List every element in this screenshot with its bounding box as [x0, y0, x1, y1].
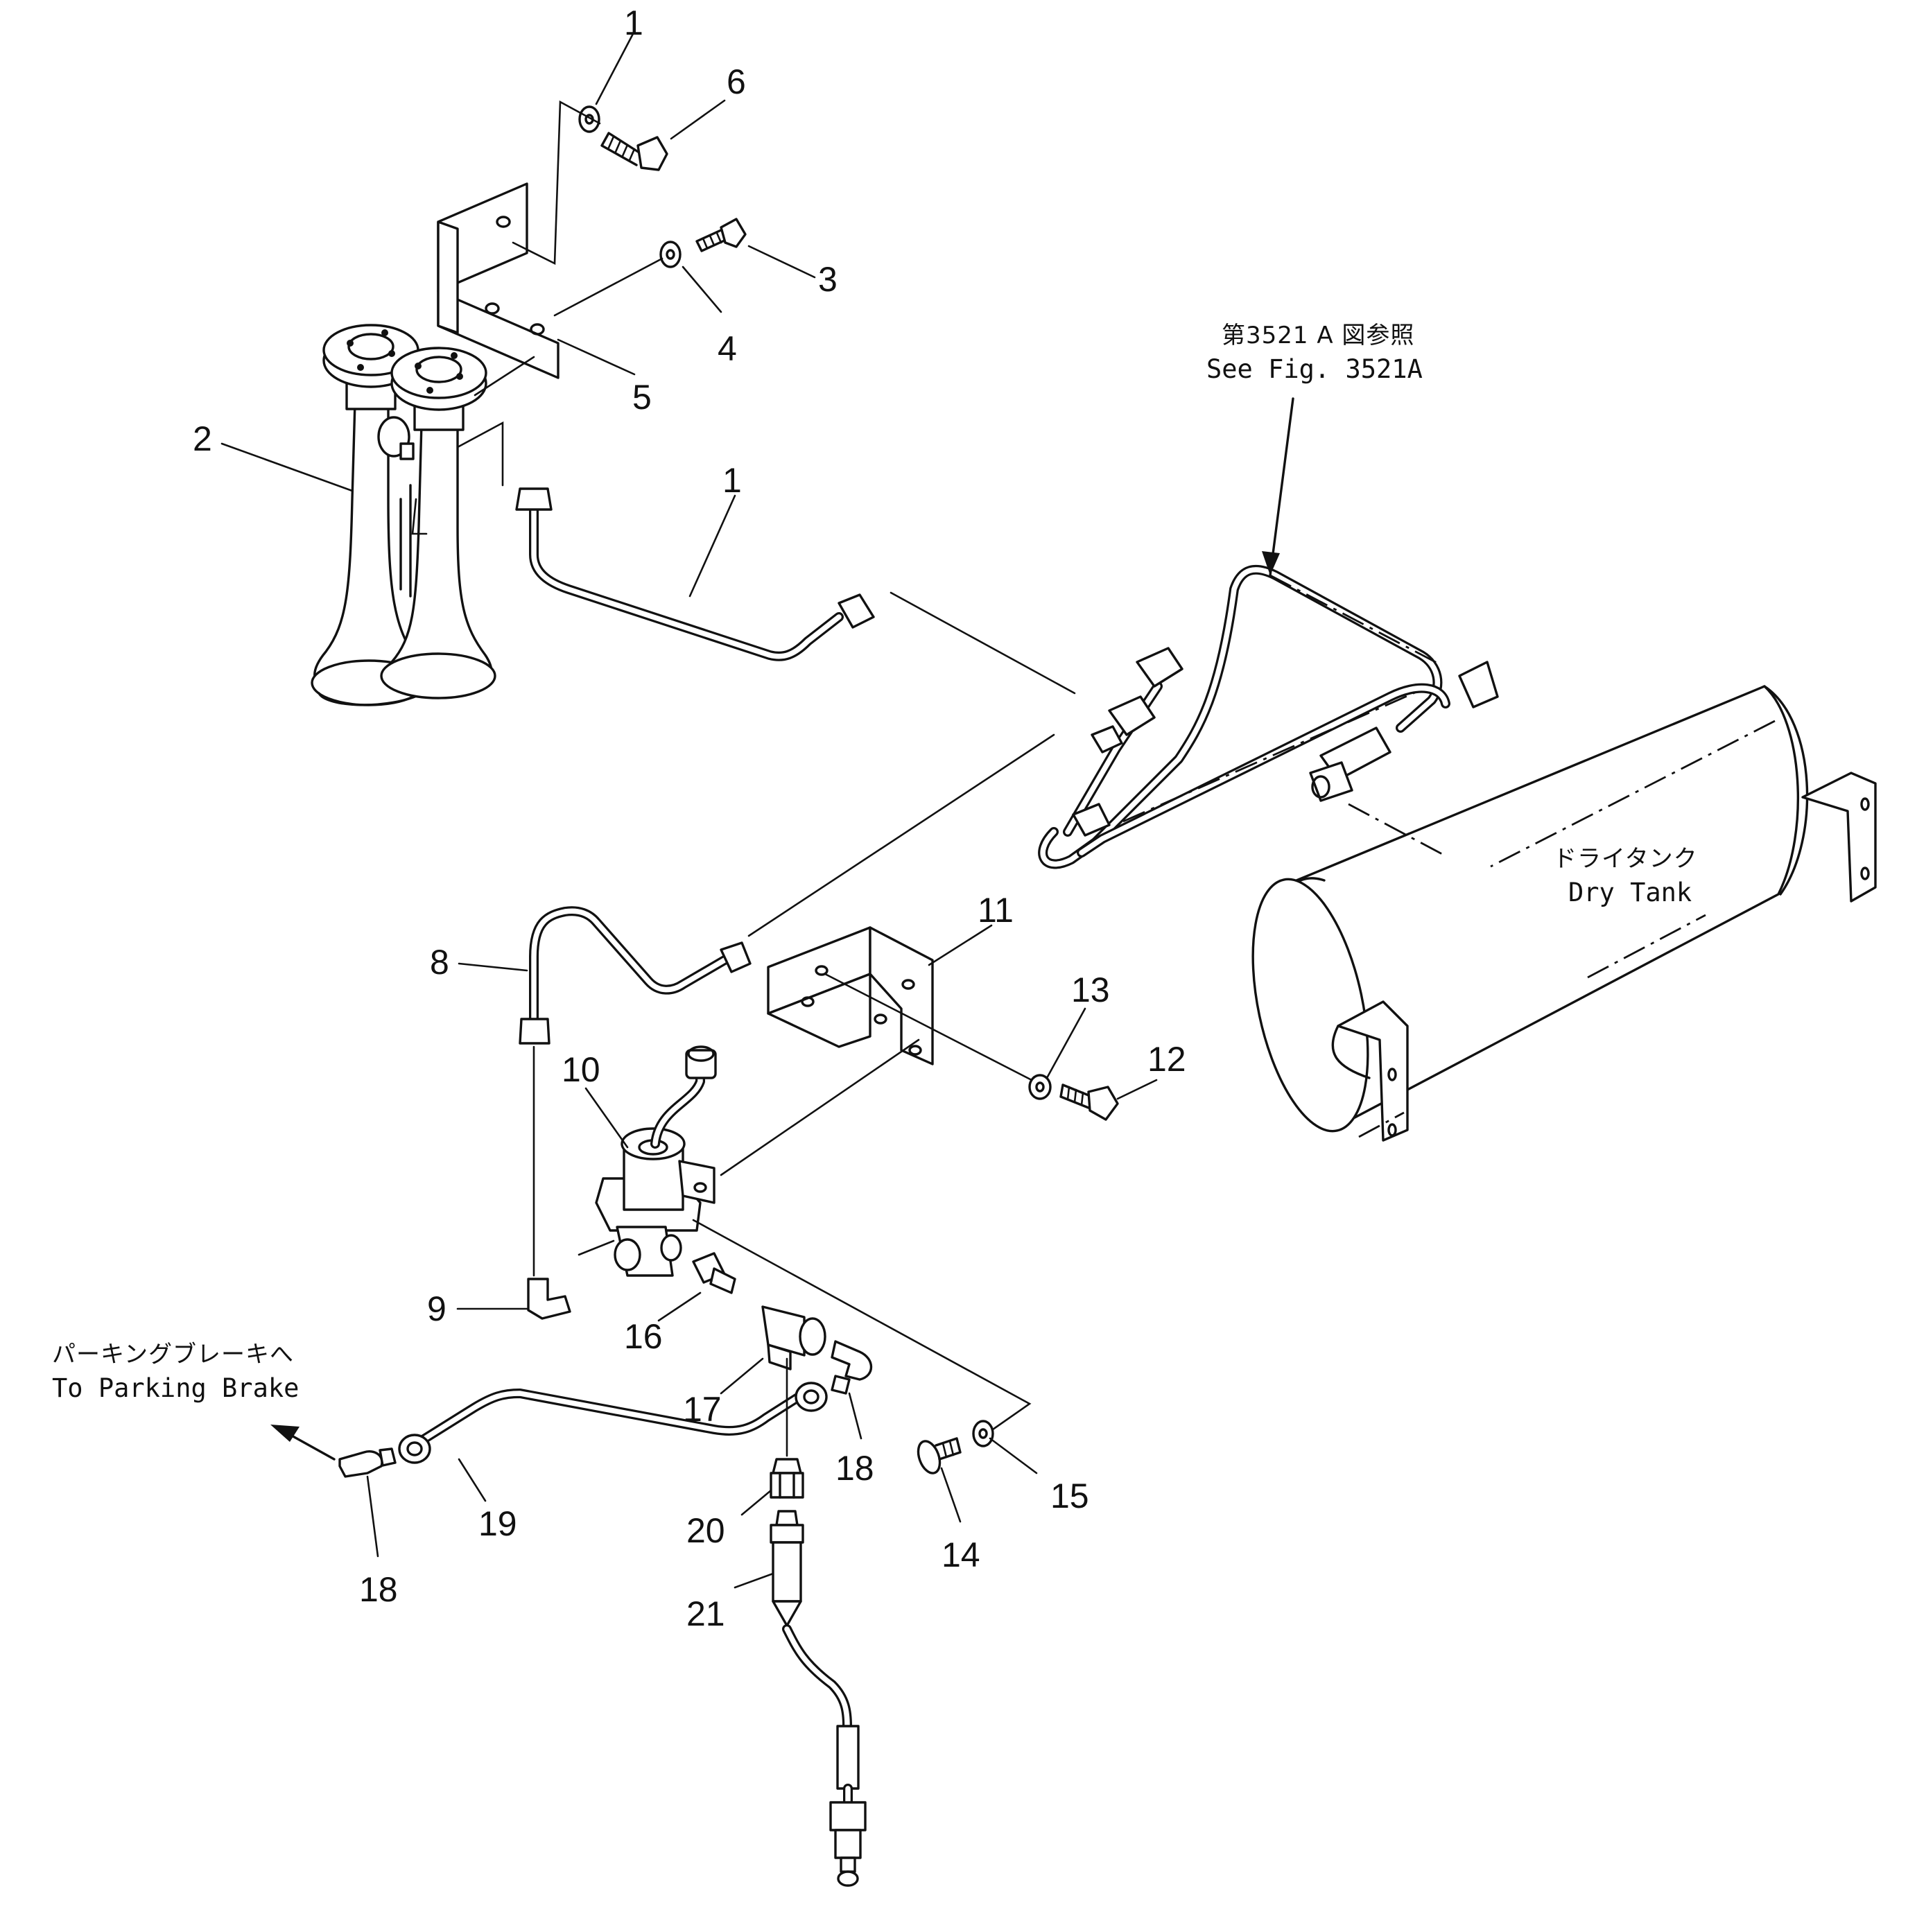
callout-12: 12 — [1147, 1040, 1186, 1079]
callout-21: 21 — [686, 1594, 725, 1633]
callout-19: 19 — [478, 1504, 517, 1543]
callout-labels: 1 6 3 4 5 2 1 8 11 13 12 10 9 16 17 18 1… — [193, 3, 1186, 1633]
bolt-3 — [695, 218, 747, 252]
pipe-8 — [519, 906, 752, 1045]
pipe-1 — [515, 487, 875, 661]
callout-5: 5 — [632, 378, 652, 417]
elbow-9 — [527, 1278, 571, 1320]
parking-note-jp: パーキングブレーキへ — [52, 1341, 294, 1368]
callout-14: 14 — [942, 1535, 980, 1574]
washer-15 — [972, 1420, 994, 1447]
callout-18-lower: 18 — [359, 1570, 398, 1609]
washer-7 — [578, 105, 600, 133]
washer-4 — [659, 241, 682, 268]
callout-1: 1 — [722, 461, 742, 500]
valve-10 — [595, 1045, 717, 1277]
bolt-12 — [1059, 1084, 1119, 1121]
callout-9: 9 — [427, 1289, 446, 1328]
horn-bracket — [437, 182, 560, 379]
callout-leaders — [220, 30, 1294, 1589]
tank-label-jp: ドライタンク — [1553, 845, 1698, 873]
reference-note-en: See Fig. 3521A — [1206, 354, 1423, 384]
annotations: 第3521 A 図参照 See Fig. 3521A ドライタンク Dry Ta… — [52, 322, 1698, 1403]
tee-17 — [761, 1305, 826, 1370]
pipe-manifold — [1038, 564, 1499, 869]
valve-bracket — [767, 926, 934, 1065]
exploded-view-lines — [411, 100, 1076, 1457]
connector-16 — [692, 1252, 736, 1294]
reference-note-jp: 第3521 A 図参照 — [1222, 322, 1414, 349]
callout-6: 6 — [727, 62, 746, 101]
callout-18-upper: 18 — [835, 1449, 874, 1488]
callout-3: 3 — [818, 260, 838, 299]
callout-8: 8 — [430, 943, 449, 982]
elbow-18-lower — [338, 1447, 397, 1478]
assembly-centerlines — [1122, 574, 1776, 1138]
callout-11: 11 — [978, 891, 1014, 930]
callout-15: 15 — [1050, 1477, 1089, 1515]
pipe-19 — [398, 1382, 828, 1464]
callout-17: 17 — [683, 1390, 722, 1429]
fitting-20 — [770, 1458, 804, 1499]
tank-label-en: Dry Tank — [1568, 878, 1692, 907]
bolt-14 — [917, 1437, 962, 1474]
parking-note-en: To Parking Brake — [52, 1373, 299, 1403]
elbow-18-upper — [831, 1340, 872, 1395]
callout-10: 10 — [562, 1050, 600, 1089]
bolt-6 — [600, 132, 668, 171]
callout-4: 4 — [718, 329, 737, 368]
washer-13 — [1028, 1074, 1052, 1100]
callout-7: 1 — [624, 3, 643, 42]
callout-13: 13 — [1071, 971, 1110, 1009]
air-horn-assembly — [311, 324, 496, 706]
dry-tank — [1251, 685, 1877, 1142]
pressure-switch-21 — [770, 1510, 867, 1887]
callout-16: 16 — [624, 1317, 663, 1356]
callout-2: 2 — [193, 419, 212, 458]
callout-20: 20 — [686, 1511, 725, 1550]
